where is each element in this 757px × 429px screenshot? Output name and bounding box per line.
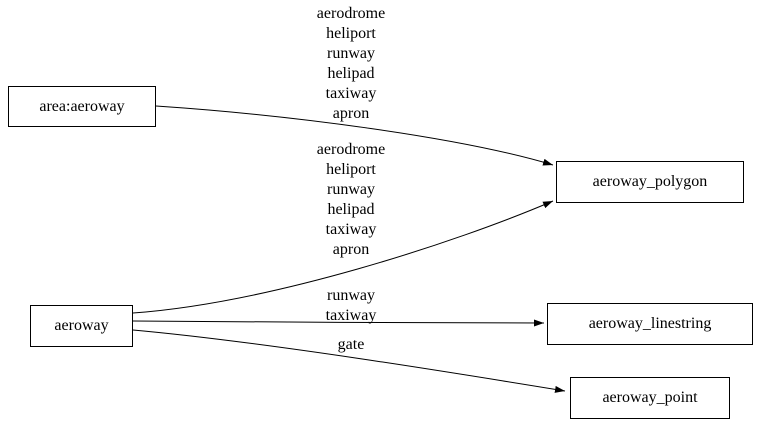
- edge-label-aeroway-to-aeroway-linestring: runway taxiway: [325, 287, 377, 324]
- edge-aeroway-to-aeroway-polygon: [132, 200, 554, 314]
- node-area-aeroway: area:aeroway: [8, 86, 156, 127]
- node-aeroway-point: aeroway_point: [570, 377, 730, 419]
- edge-aeroway-to-aeroway-point: [132, 329, 566, 393]
- node-aeroway-linestring: aeroway_linestring: [547, 303, 753, 345]
- edge-label-aeroway-to-aeroway-polygon: aerodrome heliport runway helipad taxiwa…: [316, 141, 386, 258]
- node-aeroway-polygon: aeroway_polygon: [556, 161, 744, 203]
- edge-area-aeroway-to-aeroway-polygon: [155, 105, 554, 166]
- edge-label-aeroway-to-aeroway-point: gate: [337, 336, 365, 353]
- edge-label-area-aeroway-to-aeroway-polygon: aerodrome heliport runway helipad taxiwa…: [316, 5, 386, 122]
- node-aeroway: aeroway: [30, 305, 133, 347]
- edge-aeroway-to-aeroway-linestring: [132, 319, 545, 327]
